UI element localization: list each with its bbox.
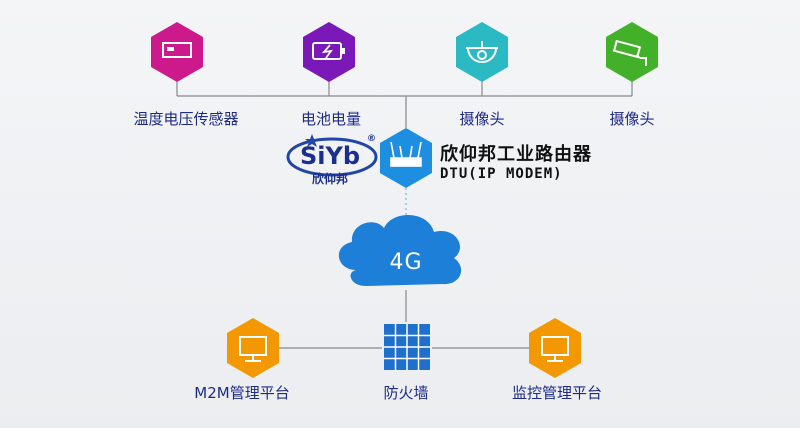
bullet-camera-icon <box>612 39 647 66</box>
m2m-platform-node <box>227 318 279 378</box>
monitor-icon <box>541 336 569 362</box>
monitor-icon <box>239 336 267 362</box>
brand-logo-text: SiYb <box>300 142 361 170</box>
label-temp-voltage-sensor: 温度电压传感器 <box>133 110 239 128</box>
device-box-icon <box>162 42 192 58</box>
network-4g-label: 4G <box>389 250 423 275</box>
registered-mark: ® <box>367 134 376 144</box>
router-icon <box>390 141 422 167</box>
label-camera-2: 摄像头 <box>609 110 655 128</box>
dome-camera-icon <box>466 41 498 63</box>
monitoring-platform-node <box>529 318 581 378</box>
connector-lines <box>176 72 633 349</box>
dome-camera-node <box>456 22 508 82</box>
firewall-node <box>384 324 430 370</box>
router-node <box>380 128 432 188</box>
label-firewall: 防火墙 <box>383 384 429 402</box>
label-camera-1: 摄像头 <box>459 110 505 128</box>
bullet-camera-node <box>606 22 658 82</box>
battery-icon <box>312 42 345 60</box>
label-monitoring-platform: 监控管理平台 <box>511 384 603 402</box>
brand-logo-cn: 欣仰邦 <box>312 172 349 186</box>
temp-voltage-sensor-node <box>151 22 203 82</box>
label-m2m-platform: M2M管理平台 <box>194 384 290 402</box>
star-icon <box>305 134 319 147</box>
battery-level-node <box>303 22 355 82</box>
router-subtitle: DTU(IP MODEM) <box>440 166 563 182</box>
label-battery-level: 电池电量 <box>300 110 362 128</box>
cloud-4g <box>338 214 462 286</box>
router-title: 欣仰邦工业路由器 <box>440 144 592 165</box>
brand-logo-graphic <box>286 134 378 177</box>
